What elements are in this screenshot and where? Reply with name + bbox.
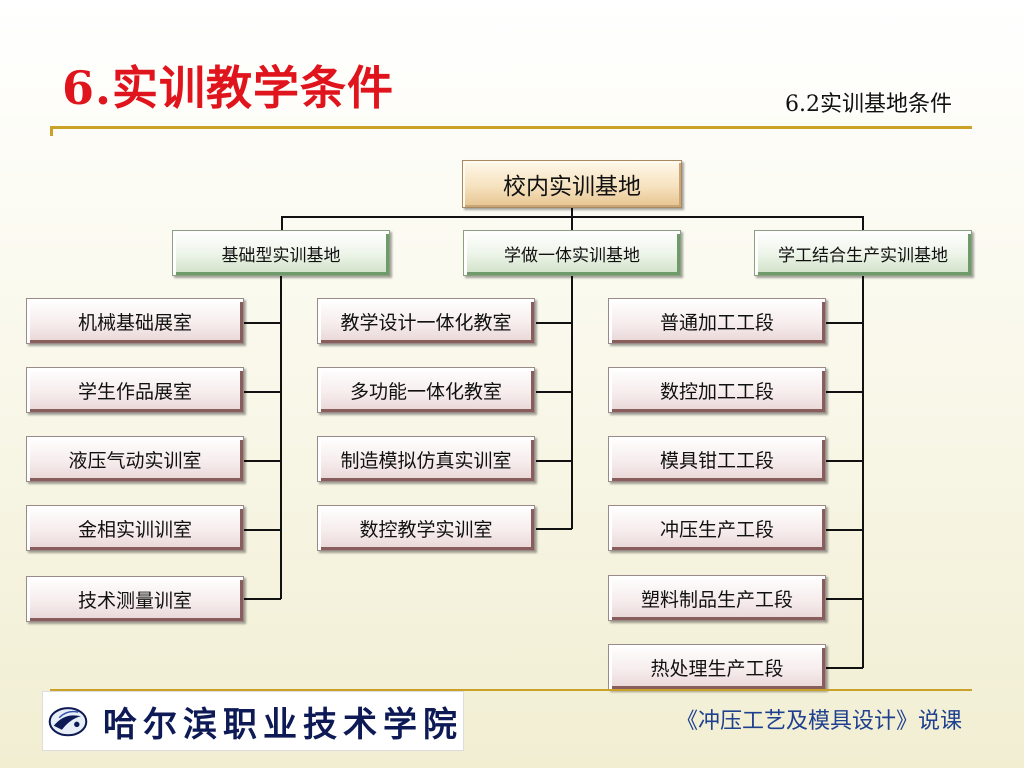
page-title: 6.实训教学条件 (62, 61, 395, 115)
category-work-study-base: 学工结合生产实训基地 (754, 230, 972, 276)
connector-leaf-2-3 (536, 460, 572, 462)
leaf-node: 液压气动实训室 (26, 436, 244, 482)
leaf-node-label: 教学设计一体化教室 (340, 311, 512, 334)
leaf-node-label: 机械基础展室 (77, 311, 192, 334)
leaf-node-label: 热处理生产工段 (650, 657, 784, 680)
connector-leaf-2-2 (536, 391, 572, 393)
connector-leaf-2-1 (536, 322, 572, 324)
leaf-node-label: 多功能一体化教室 (349, 380, 502, 403)
connector-leaf-3-5 (826, 598, 863, 600)
connector-leaf-1-2 (244, 391, 281, 393)
section-subtitle: 6.2实训基地条件 (785, 92, 952, 117)
leaf-node: 多功能一体化教室 (317, 367, 535, 413)
leaf-node: 热处理生产工段 (608, 644, 826, 690)
category-label: 基础型实训基地 (221, 245, 341, 266)
connector-leaf-1-4 (244, 529, 281, 531)
connector-leaf-3-3 (826, 460, 863, 462)
leaf-node-label: 金相实训训室 (77, 518, 192, 541)
connector-leaf-3-1 (826, 322, 863, 324)
leaf-node: 教学设计一体化教室 (317, 298, 535, 344)
top-divider-tick (50, 126, 53, 136)
course-title: 《冲压工艺及模具设计》说课 (675, 709, 962, 734)
leaf-node-label: 技术测量训室 (77, 589, 192, 612)
school-name: 哈尔滨职业技术学院 (103, 704, 463, 745)
connector-leaf-2-4 (536, 528, 572, 530)
bottom-divider (50, 689, 972, 691)
leaf-node: 数控教学实训室 (317, 505, 535, 551)
leaf-node-label: 学生作品展室 (77, 380, 192, 403)
category-basic-base: 基础型实训基地 (172, 230, 390, 276)
connector-leaf-3-6 (826, 667, 863, 669)
leaf-node: 制造模拟仿真实训室 (317, 436, 535, 482)
leaf-node-label: 数控教学实训室 (359, 518, 493, 541)
leaf-node-label: 数控加工工段 (659, 380, 774, 403)
category-label: 学工结合生产实训基地 (778, 245, 948, 266)
leaf-node-label: 液压气动实训室 (68, 449, 202, 472)
leaf-node: 金相实训训室 (26, 505, 244, 551)
leaf-node: 机械基础展室 (26, 298, 244, 344)
leaf-node: 学生作品展室 (26, 367, 244, 413)
connector-cat-2-spine (571, 276, 573, 529)
top-divider (50, 126, 972, 129)
leaf-node: 技术测量训室 (26, 576, 244, 622)
leaf-node-label: 塑料制品生产工段 (640, 588, 793, 611)
category-learn-do-base: 学做一体实训基地 (463, 230, 681, 276)
connector-leaf-1-5 (244, 598, 281, 600)
connector-cat-2-up (571, 216, 573, 230)
category-label: 学做一体实训基地 (504, 245, 640, 266)
connector-cat-1-up (281, 216, 283, 230)
school-logo-banner: 哈尔滨职业技术学院 (42, 691, 464, 751)
connector-leaf-1-3 (244, 460, 281, 462)
connector-root-down (571, 208, 573, 217)
connector-cat-1-spine (280, 276, 282, 599)
leaf-node: 数控加工工段 (608, 367, 826, 413)
leaf-node-label: 普通加工工段 (659, 311, 774, 334)
leaf-node: 普通加工工段 (608, 298, 826, 344)
leaf-node: 冲压生产工段 (608, 505, 826, 551)
root-node: 校内实训基地 (462, 160, 682, 208)
leaf-node-label: 模具钳工工段 (659, 449, 774, 472)
leaf-node-label: 冲压生产工段 (659, 518, 774, 541)
connector-leaf-3-2 (826, 391, 863, 393)
root-node-label: 校内实训基地 (503, 174, 641, 200)
leaf-node: 塑料制品生产工段 (608, 575, 826, 621)
leaf-node: 模具钳工工段 (608, 436, 826, 482)
connector-cat-3-up (862, 216, 864, 230)
connector-leaf-1-1 (244, 322, 281, 324)
connector-leaf-3-4 (826, 529, 863, 531)
school-emblem-icon (48, 707, 88, 737)
connector-cat-3-spine (862, 276, 864, 668)
leaf-node-label: 制造模拟仿真实训室 (340, 449, 512, 472)
